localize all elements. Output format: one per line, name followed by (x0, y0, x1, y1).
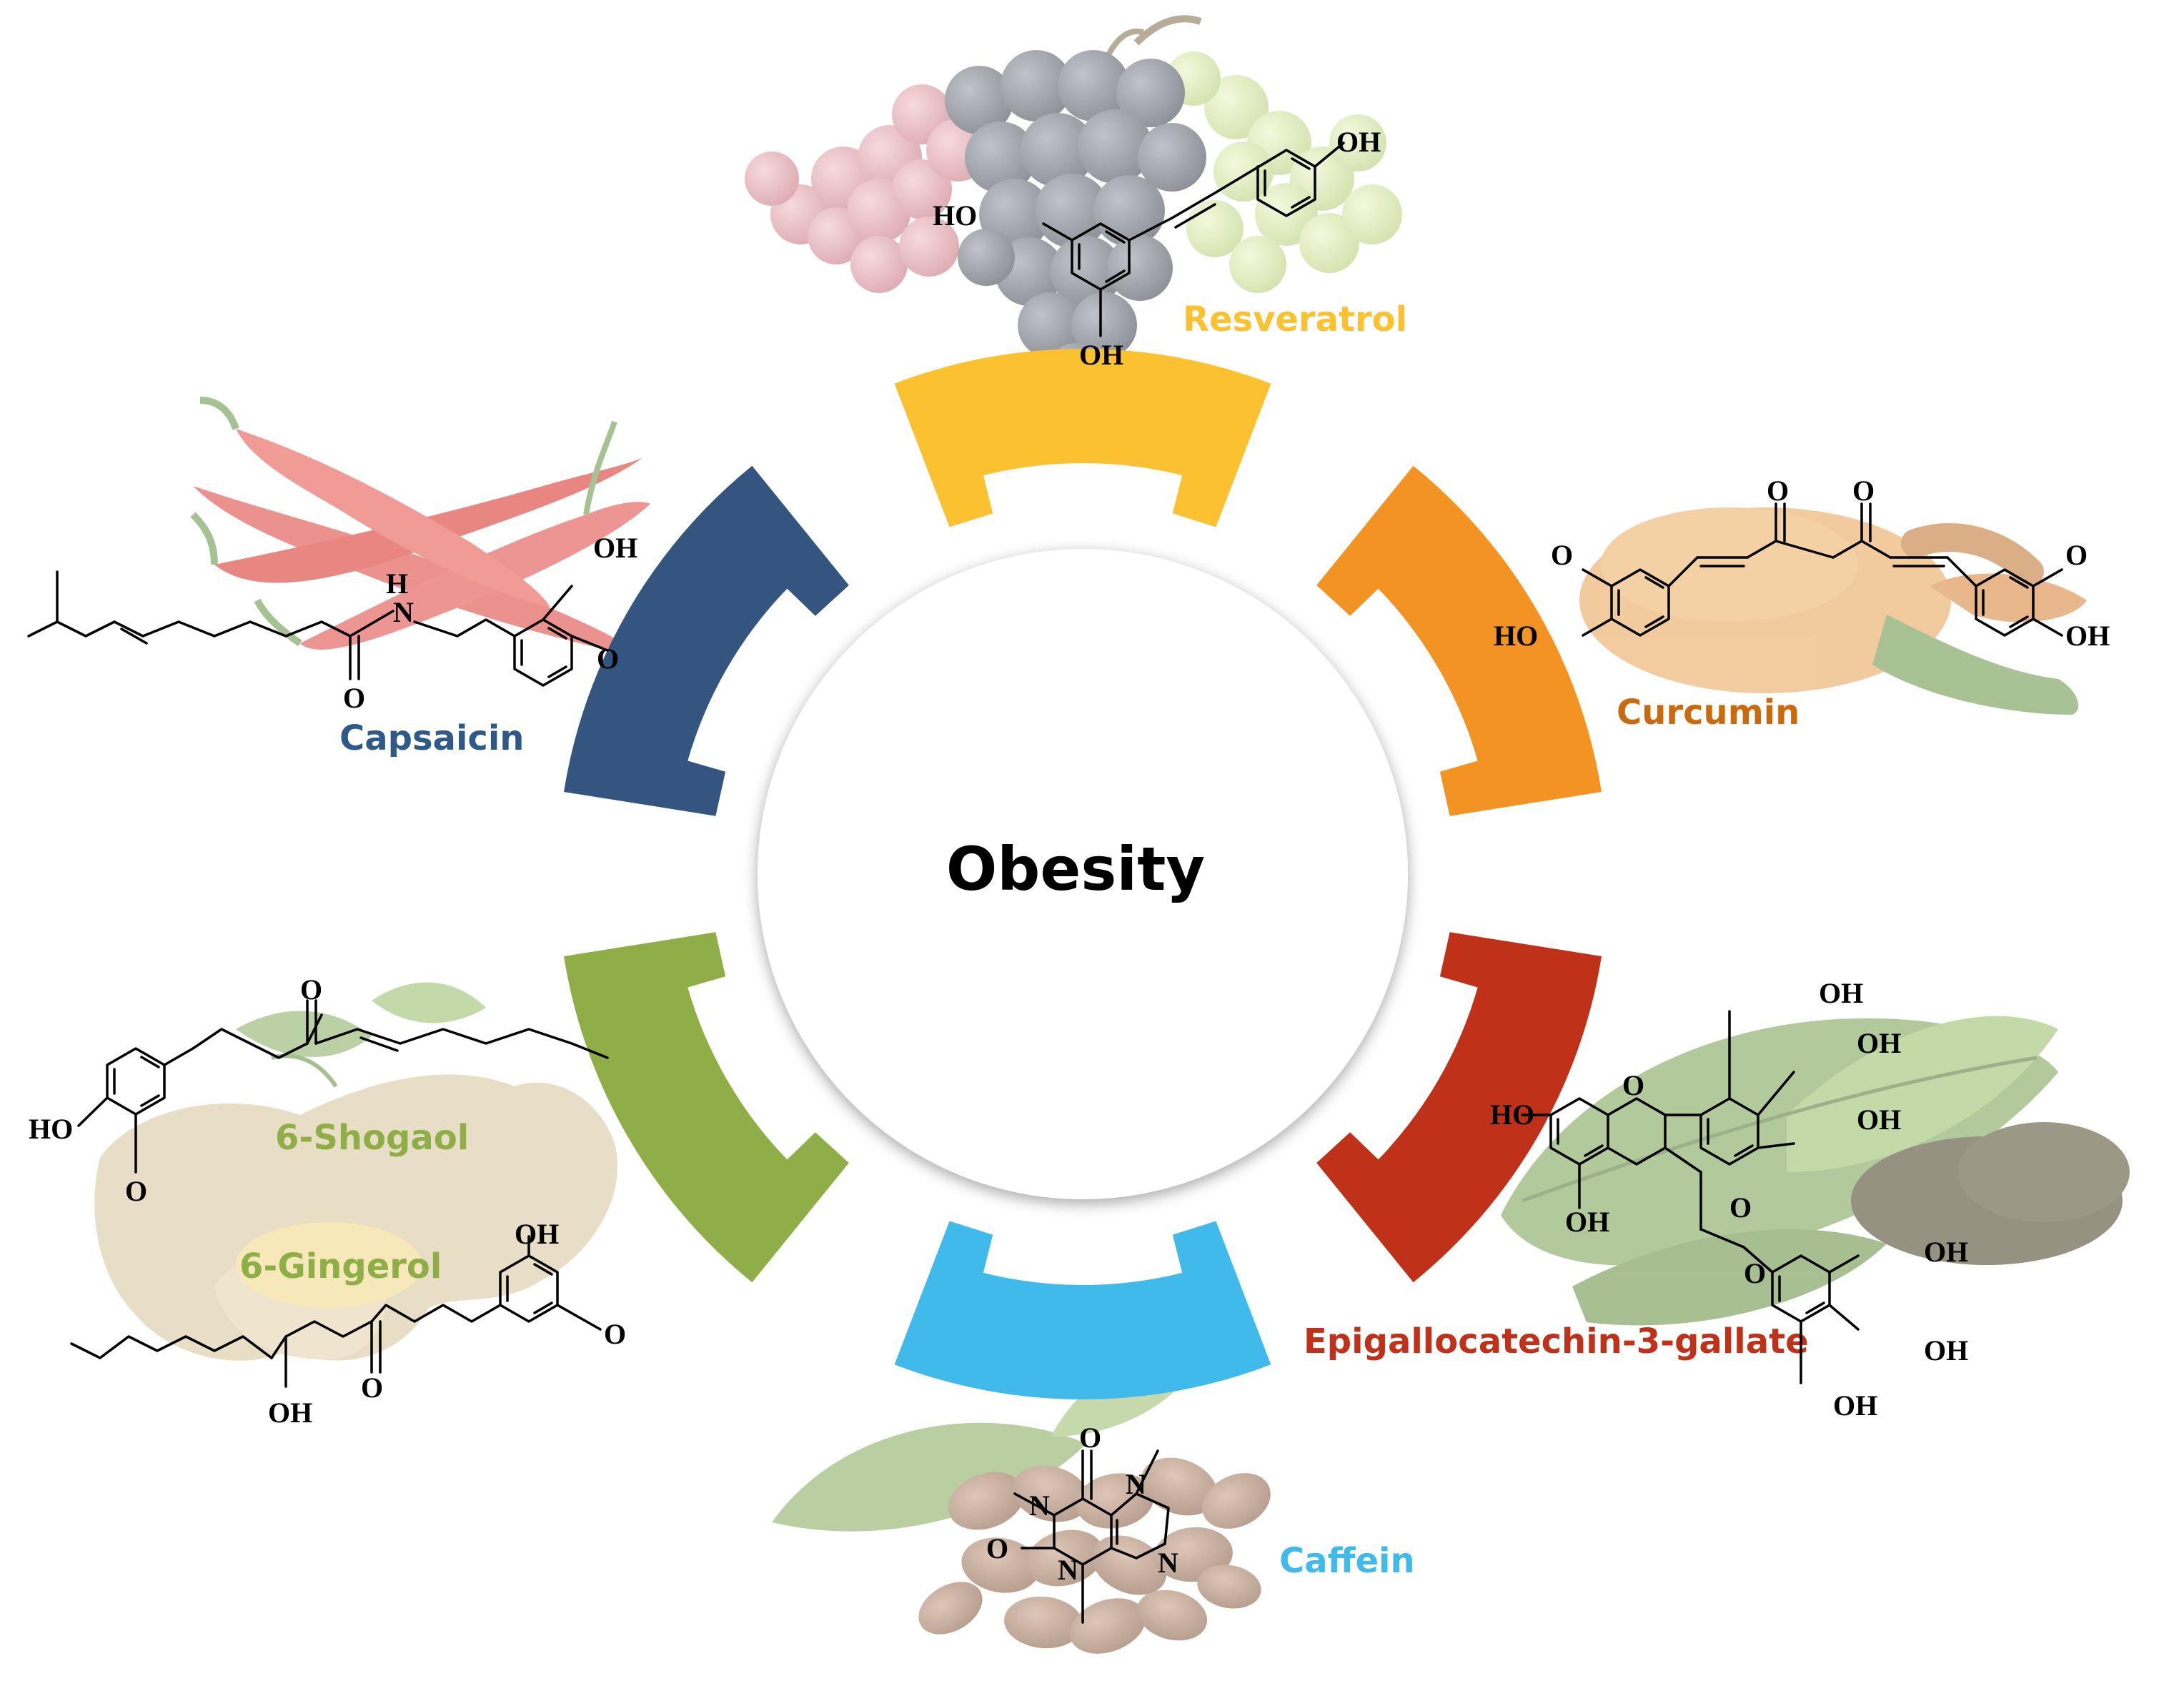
svg-text:OH: OH (515, 1218, 559, 1250)
svg-text:O: O (1744, 1257, 1766, 1289)
segment-resveratrol (894, 348, 1271, 527)
svg-text:OH: OH (1819, 977, 1863, 1009)
svg-text:H: H (386, 567, 408, 600)
svg-text:N: N (1126, 1468, 1146, 1500)
svg-text:N: N (1029, 1489, 1050, 1522)
svg-text:HO: HO (1494, 620, 1538, 652)
center-label: Obesity (946, 834, 1205, 904)
structure-shogaol: O HO O (29, 973, 609, 1207)
svg-text:OH: OH (593, 532, 637, 564)
structure-caffein: O N N O N N (986, 1422, 1178, 1624)
svg-text:O: O (1729, 1191, 1752, 1224)
label-gingerol: 6-Gingerol (239, 1246, 442, 1286)
svg-text:OH: OH (1833, 1389, 1877, 1422)
center-circle (758, 549, 1408, 1199)
svg-text:HO: HO (29, 1113, 73, 1145)
svg-text:O: O (1079, 1422, 1101, 1454)
svg-text:O: O (125, 1175, 147, 1207)
svg-text:OH: OH (1565, 1206, 1609, 1238)
svg-text:O: O (986, 1532, 1008, 1564)
chili-pepper-icon (190, 397, 650, 658)
svg-text:OH: OH (1924, 1236, 1968, 1268)
svg-text:N: N (1158, 1547, 1178, 1579)
svg-text:HO: HO (933, 199, 977, 232)
svg-text:O: O (1551, 539, 1573, 571)
svg-text:HO: HO (1490, 1099, 1534, 1131)
structure-resveratrol: OH HO OH (933, 126, 1381, 371)
coffee-bean-icon (772, 1349, 1271, 1654)
svg-text:OH: OH (268, 1397, 312, 1429)
grapes-icon (745, 15, 1402, 400)
segment-caffein (894, 1221, 1271, 1400)
svg-text:OH: OH (1924, 1334, 1968, 1367)
structure-curcumin: O O O O HO OH (1494, 475, 2110, 652)
label-capsaicin: Capsaicin (339, 718, 524, 758)
svg-text:OH: OH (1079, 339, 1123, 371)
svg-text:O: O (597, 643, 619, 675)
label-epigallocatechin: Epigallocatechin-3-gallate (1304, 1321, 1809, 1362)
segment-ginger (564, 932, 849, 1283)
label-curcumin: Curcumin (1617, 693, 1800, 733)
turmeric-icon (1579, 507, 2087, 715)
svg-text:O: O (1852, 475, 1875, 507)
segment-epigallocatechin (1316, 932, 1602, 1283)
segment-capsaicin (564, 465, 849, 816)
tea-leaf-icon (1501, 1016, 2130, 1326)
svg-text:OH: OH (1857, 1027, 1901, 1059)
svg-text:O: O (1622, 1069, 1644, 1101)
svg-text:OH: OH (1336, 126, 1381, 158)
svg-text:OH: OH (1857, 1104, 1901, 1136)
structure-epigallocatechin: OH OH HO O OH OH O O OH OH OH (1490, 977, 1968, 1422)
svg-text:O: O (1767, 475, 1789, 507)
segment-ring (564, 348, 1602, 1400)
label-shogaol: 6-Shogaol (275, 1118, 469, 1158)
svg-text:O: O (300, 973, 322, 1006)
svg-text:O: O (361, 1372, 383, 1404)
svg-text:OH: OH (2065, 620, 2110, 652)
svg-text:O: O (604, 1318, 626, 1350)
segment-curcumin (1316, 465, 1602, 816)
svg-text:N: N (393, 596, 414, 628)
structure-gingerol: OH O OH O (70, 1218, 626, 1429)
ginger-icon (94, 982, 617, 1361)
svg-text:N: N (1058, 1554, 1078, 1586)
svg-text:O: O (2065, 539, 2088, 571)
label-caffein: Caffein (1279, 1541, 1415, 1581)
svg-text:O: O (343, 682, 365, 714)
structure-capsaicin: OH H N O O (27, 532, 637, 714)
label-resveratrol: Resveratrol (1183, 299, 1407, 339)
